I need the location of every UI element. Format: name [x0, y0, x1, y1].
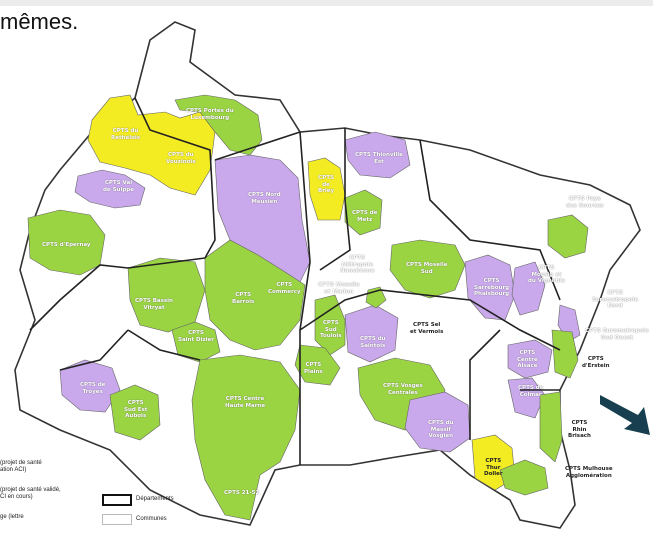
label-euro-nord: CPTS Eurometropole Nord — [592, 290, 639, 309]
zone-nord-meusien — [214, 154, 311, 283]
legend-item-1: (projet de santé ation ACI) — [0, 460, 42, 473]
zone-barrois-commercy — [204, 239, 306, 351]
top-strip — [0, 0, 653, 6]
label-moselle-sud: CPTS Moselle Sud — [406, 262, 448, 275]
heading-fragment: mêmes. — [0, 9, 79, 34]
legend-item-3: ge (lettre — [0, 514, 24, 520]
label-massif-vosgien: CPTS du Massif Vosgien — [428, 420, 454, 439]
label-sarrebourg: CPTS Sarrebourg Phalsbourg — [474, 278, 510, 297]
label-thur-doller: CPTS Thur Doller — [484, 458, 503, 477]
label-vouzinois: CPTS du Vouzinois — [166, 152, 196, 165]
legend-communes-swatch — [102, 514, 132, 525]
label-mulhouse: CPTS Mulhouse Agglomération — [565, 466, 613, 479]
label-commercy: CPTS Commercy — [268, 282, 301, 295]
zone-sud-toulois — [314, 294, 346, 356]
label-briey: CPTS de Briey — [318, 175, 335, 194]
zone-mossig — [511, 261, 546, 316]
label-epernay: CPTS d'Epernay — [42, 242, 91, 248]
zone-erstein — [551, 329, 579, 379]
label-saint-dizier: CPTS Saint Dizier — [178, 330, 214, 343]
label-centre-alsace: CPTS Centre Alsace — [517, 350, 538, 369]
label-rhin-brisach: CPTS Rhin Brisach — [568, 420, 591, 439]
label-colmar: CPTS de Colmar — [518, 385, 544, 398]
label-sel-vermois: CPTS Sel et Vermois — [410, 322, 444, 335]
zone-moselle-sud — [389, 239, 466, 299]
label-bassin-vitryat: CPTS Bassin Vitryat — [135, 298, 173, 311]
label-rethelois: CPTS du Rethelois — [111, 128, 141, 141]
label-mossig: CPTS Mossig et du Vignoble — [528, 265, 565, 284]
label-thionville: CPTS Thionville Est — [355, 152, 403, 165]
label-cpts-21-52: CPTS 21-52 — [224, 490, 260, 496]
label-pays-sources: CPTS Pays des Sources — [566, 196, 604, 209]
label-sud-est-aubois: CPTS Sud Est Aubois — [124, 400, 148, 419]
zone-mulhouse — [499, 459, 549, 496]
legend-communes-label: Communes — [136, 516, 167, 522]
label-vosges-centrales: CPTS Vosges Centrales — [383, 383, 423, 396]
zone-rhin-brisach — [539, 391, 563, 463]
legend-departements-swatch — [102, 494, 132, 506]
department-borders — [29, 97, 561, 465]
label-val-suippe: CPTS Val de Suippe — [103, 180, 134, 193]
zone-pays-sources — [547, 214, 589, 259]
zone-sud-est-aubois — [109, 384, 161, 441]
legend-departements-label: Départements — [136, 496, 174, 502]
label-moselle-madon: CPTS Moselle et Madon — [318, 282, 360, 295]
zone-bassin-vitryat — [127, 257, 206, 333]
zone-massif-vosgien — [404, 391, 471, 453]
zone-briey — [307, 157, 346, 221]
arrow-icon — [600, 395, 650, 435]
zone-plaine — [294, 344, 341, 386]
label-euro-sud-ouest: CPTS Eurometropole Sud Ouest — [585, 328, 649, 341]
label-metz: CPTS de Metz — [352, 210, 378, 223]
label-plaine: CPTS Plains — [304, 362, 323, 375]
label-troyes: CPTS de Troyes — [80, 382, 106, 395]
zone-rethelois-vouzinois — [87, 94, 216, 196]
label-erstein: CPTS d'Erstein — [582, 356, 610, 369]
zone-centre-alsace — [507, 339, 553, 379]
label-metropole-nancy: CPTS Métropole Nancéenne — [340, 255, 375, 274]
zone-metz — [344, 189, 383, 236]
zone-thionville — [344, 131, 411, 179]
label-portes-luxembourg: CPTS Portes du Luxembourg — [186, 108, 234, 121]
label-centre-haute-marne: CPTS Centre Haute Marne — [225, 396, 266, 409]
legend-item-2: (projet de santé validé, CI en cours) — [0, 487, 61, 500]
label-nord-meusien: CPTS Nord Meusien — [248, 192, 281, 205]
zone-centre-haute-marne — [191, 354, 301, 521]
label-saintois: CPTS du Saintois — [360, 336, 386, 349]
label-sud-toulois: CPTS Sud Toulois — [320, 320, 342, 339]
zone-val-suippe — [74, 169, 146, 209]
label-barrois: CPTS Barrois — [232, 292, 255, 305]
